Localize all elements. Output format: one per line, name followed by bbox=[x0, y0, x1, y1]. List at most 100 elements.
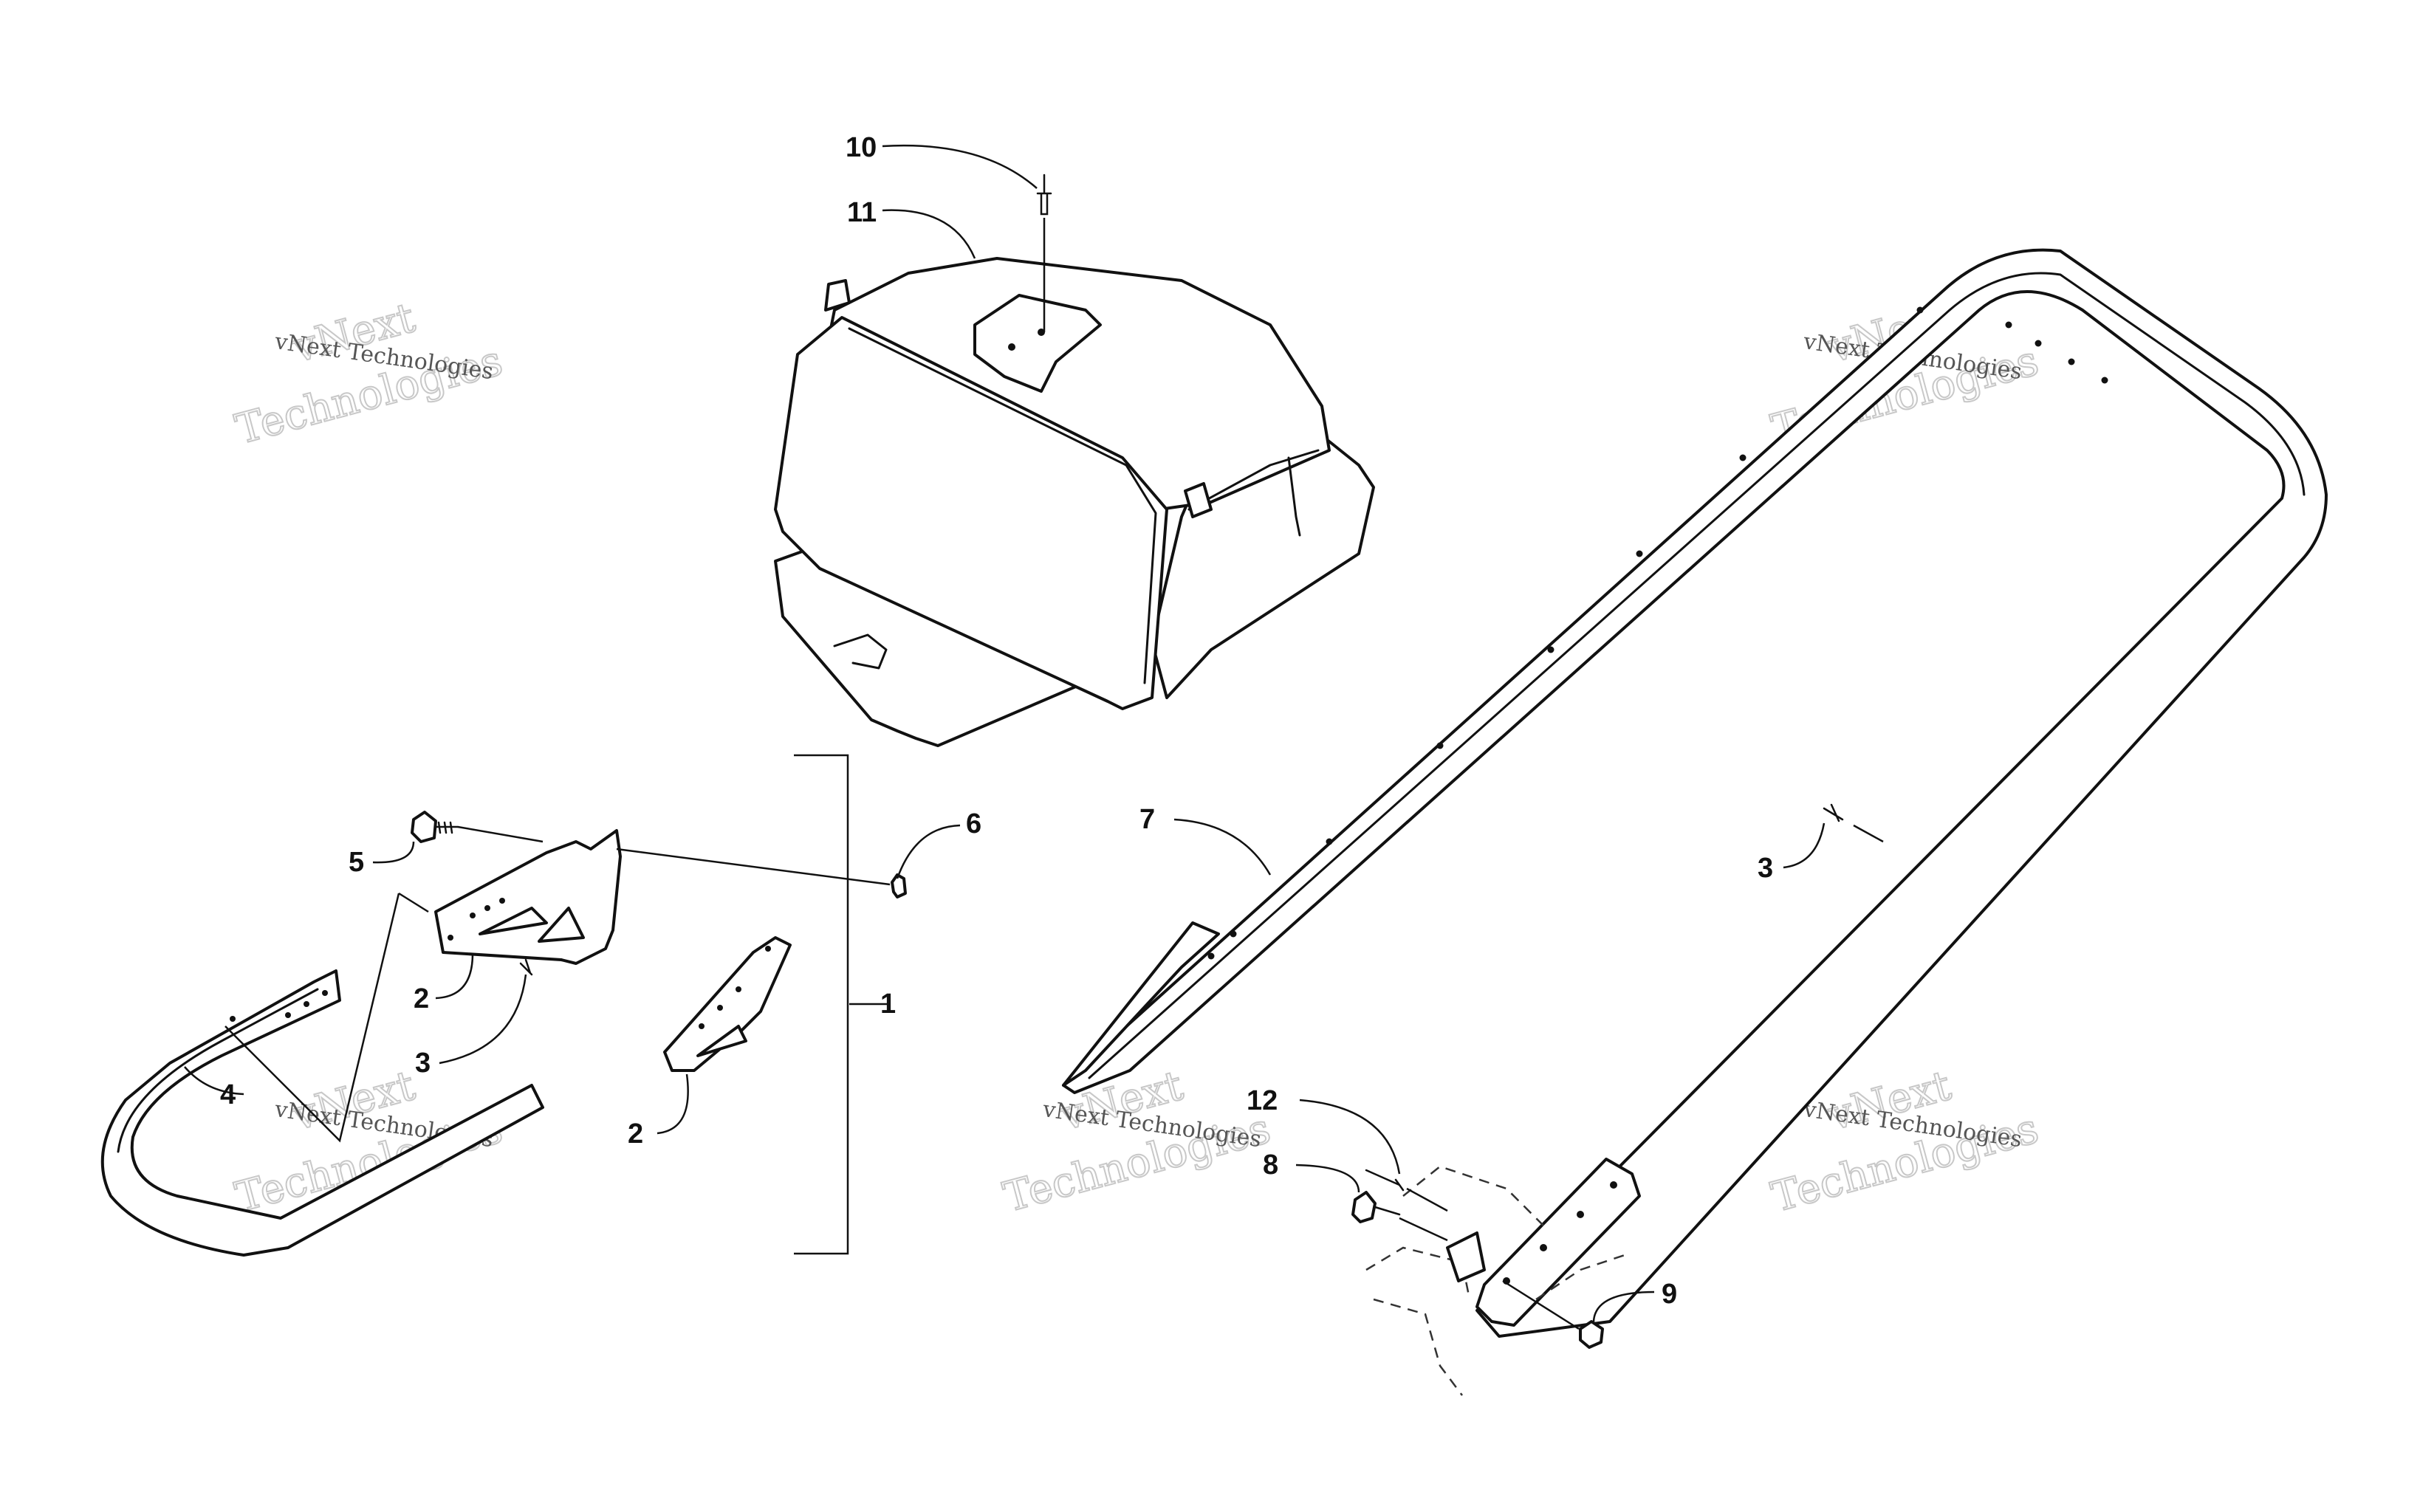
bag-zipper bbox=[1187, 449, 1320, 511]
bracket-hole bbox=[484, 905, 490, 911]
leader-6 bbox=[896, 824, 961, 879]
storage-bag bbox=[774, 257, 1375, 747]
bracket-hole bbox=[765, 946, 771, 952]
bag-plate-notch bbox=[833, 633, 888, 670]
frame-hole bbox=[1326, 838, 1333, 845]
leader-8 bbox=[1295, 1164, 1360, 1193]
frame-hole bbox=[2068, 358, 2075, 365]
bag-zipper-pull bbox=[1287, 456, 1301, 537]
bumper-assembly bbox=[100, 811, 907, 1257]
bracket-hole bbox=[499, 898, 505, 904]
nut-9 bbox=[1579, 1320, 1604, 1349]
callout-3-left: 3 bbox=[415, 1048, 431, 1079]
bolt-8-axis bbox=[1399, 1217, 1448, 1242]
bolt-8 bbox=[1351, 1191, 1377, 1223]
handle-bar-frame bbox=[1062, 248, 2328, 1338]
bumper-loop-edge bbox=[117, 988, 319, 1153]
rivet-12-axis bbox=[1406, 1187, 1448, 1212]
bag-side-strap bbox=[1184, 482, 1213, 518]
frame-hole bbox=[1636, 550, 1643, 557]
rivet-3-right bbox=[1823, 803, 1844, 822]
leader-12 bbox=[1299, 1099, 1401, 1175]
right-bracket-slot bbox=[696, 1025, 747, 1057]
leader-3a bbox=[439, 974, 527, 1065]
assembly-line bbox=[398, 892, 429, 913]
watermark-top-left: vNext Technologies vNext Technologies bbox=[230, 293, 508, 455]
right-mount-bracket bbox=[663, 936, 792, 1072]
callout-5: 5 bbox=[349, 847, 364, 878]
handle-bar-tube bbox=[1062, 248, 2328, 1338]
bag-flap-seam bbox=[848, 327, 1157, 684]
nut-9-axis bbox=[1502, 1279, 1580, 1330]
leader-5 bbox=[372, 841, 415, 864]
rivet-3-right-axis bbox=[1853, 824, 1884, 843]
leader-11 bbox=[882, 209, 976, 259]
bag-top-mount-plate bbox=[973, 294, 1102, 393]
bracket-hole bbox=[470, 913, 476, 918]
callout-leaders bbox=[184, 144, 1826, 1322]
chassis-outline bbox=[1365, 1246, 1471, 1300]
callout-7: 7 bbox=[1139, 804, 1155, 835]
chassis-outline bbox=[1535, 1254, 1625, 1301]
leader-10 bbox=[882, 144, 1038, 189]
bracket-hole bbox=[699, 1023, 705, 1029]
bumper-hole bbox=[230, 1016, 236, 1022]
handle-bar-tube-edge bbox=[1088, 272, 2306, 1079]
frame-hole bbox=[1739, 454, 1747, 461]
frame-hole bbox=[2101, 377, 2108, 384]
bag-rear-tab bbox=[824, 279, 851, 312]
frame-plate-hole bbox=[1610, 1181, 1617, 1189]
callout-6: 6 bbox=[966, 808, 981, 839]
leader-2b bbox=[657, 1073, 689, 1135]
leader-2a bbox=[435, 953, 474, 1000]
bumper-hole bbox=[304, 1001, 309, 1007]
callout-4: 4 bbox=[220, 1079, 236, 1110]
assembly-line bbox=[616, 848, 891, 886]
bolt-5-shank bbox=[434, 821, 459, 834]
callout-9: 9 bbox=[1662, 1279, 1677, 1310]
frame-hole bbox=[1547, 646, 1555, 653]
fasteners-right bbox=[1036, 173, 1884, 1349]
callout-2-upper: 2 bbox=[414, 983, 429, 1014]
frame-hole bbox=[1916, 306, 1924, 314]
bolt-8-shank bbox=[1374, 1206, 1401, 1216]
left-bracket-slot bbox=[479, 907, 548, 935]
bag-mount-hole bbox=[1008, 343, 1015, 351]
bag-front-flap bbox=[774, 316, 1168, 710]
bumper-loop bbox=[100, 969, 544, 1257]
chassis-outline bbox=[1373, 1298, 1463, 1396]
leader-3b bbox=[1783, 822, 1826, 869]
assembly-line bbox=[457, 825, 544, 843]
frame-hole bbox=[2035, 340, 2042, 347]
bumper-hole bbox=[322, 990, 328, 996]
callout-1: 1 bbox=[880, 989, 896, 1020]
bolt-5 bbox=[411, 811, 437, 843]
bag-mount-hole bbox=[1038, 329, 1045, 336]
screw-10 bbox=[1036, 173, 1052, 216]
rivet-3-left bbox=[519, 958, 533, 976]
handle-bar-right-plate bbox=[1475, 1158, 1641, 1327]
assembly-1-bracket bbox=[794, 754, 849, 1255]
bracket-hole bbox=[448, 935, 453, 941]
callout-8: 8 bbox=[1263, 1150, 1278, 1181]
leader-9 bbox=[1592, 1291, 1655, 1322]
leader-7 bbox=[1173, 818, 1272, 876]
watermark-bottom-center: vNext Technologies vNext Technologies bbox=[998, 1061, 1276, 1223]
frame-plate-hole bbox=[1577, 1211, 1584, 1218]
callout-11: 11 bbox=[847, 197, 877, 228]
callout-12: 12 bbox=[1247, 1085, 1278, 1116]
callout-3-right: 3 bbox=[1758, 853, 1773, 884]
bracket-hole bbox=[736, 986, 741, 992]
chassis-outline bbox=[1402, 1165, 1544, 1226]
callout-10: 10 bbox=[846, 132, 877, 163]
left-bracket-slot bbox=[538, 907, 585, 943]
frame-hole bbox=[2005, 321, 2012, 329]
chassis-bracket bbox=[1446, 1231, 1486, 1282]
left-mount-bracket bbox=[434, 829, 622, 965]
chassis-stub bbox=[1365, 1165, 1625, 1396]
callout-2-lower: 2 bbox=[628, 1118, 643, 1150]
frame-hole bbox=[1436, 742, 1444, 749]
assembly-line bbox=[224, 893, 400, 1143]
leader-4 bbox=[184, 1066, 244, 1096]
